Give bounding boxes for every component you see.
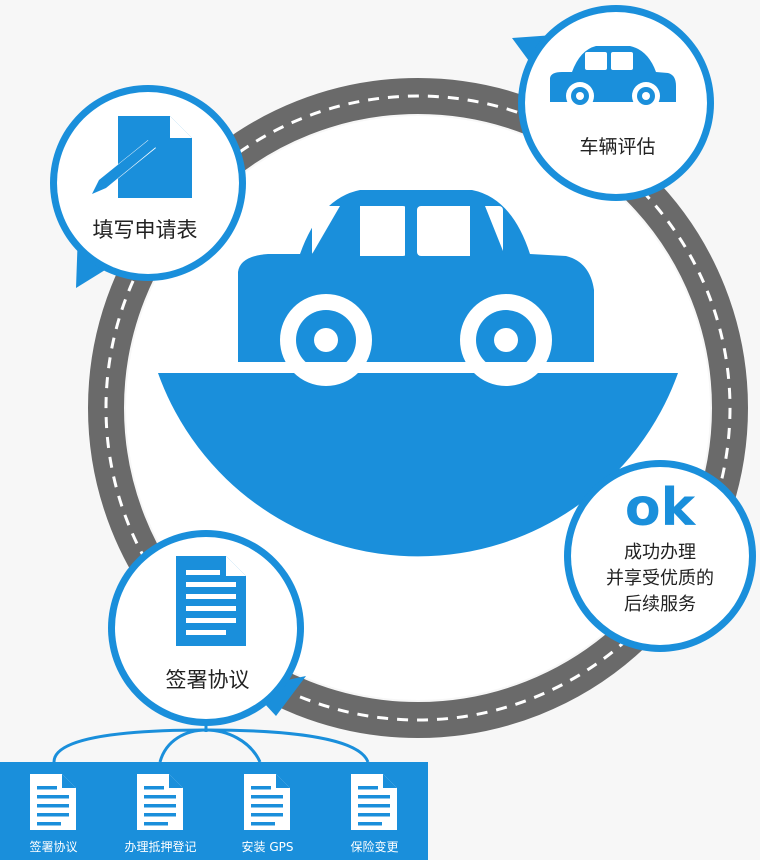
step-fill-form-label: 填写申请表 [60, 214, 230, 244]
document-icon [242, 772, 292, 832]
substep-sign: 签署协议 [0, 762, 107, 860]
substep-insurance: 保险变更 [321, 762, 428, 860]
document-icon [28, 772, 78, 832]
document-icon [176, 556, 246, 646]
step-vehicle-eval-label: 车辆评估 [530, 132, 705, 159]
step-sign-label: 签署协议 [120, 664, 295, 694]
substep-gps: 安装 GPS [214, 762, 321, 860]
connector-lines [54, 724, 368, 762]
substep-label: 安装 GPS [214, 838, 321, 855]
substep-mortgage: 办理抵押登记 [107, 762, 214, 860]
success-line-1: 成功办理 [572, 540, 748, 566]
substep-label: 办理抵押登记 [107, 838, 214, 855]
substep-label: 保险变更 [321, 838, 428, 855]
document-icon [135, 772, 185, 832]
success-line-3: 后续服务 [572, 592, 748, 618]
success-line-2: 并享受优质的 [572, 566, 748, 592]
success-message: 成功办理 并享受优质的 后续服务 [572, 540, 748, 618]
substep-label: 签署协议 [0, 838, 107, 855]
success-badge: ok [572, 478, 748, 538]
document-icon [349, 772, 399, 832]
